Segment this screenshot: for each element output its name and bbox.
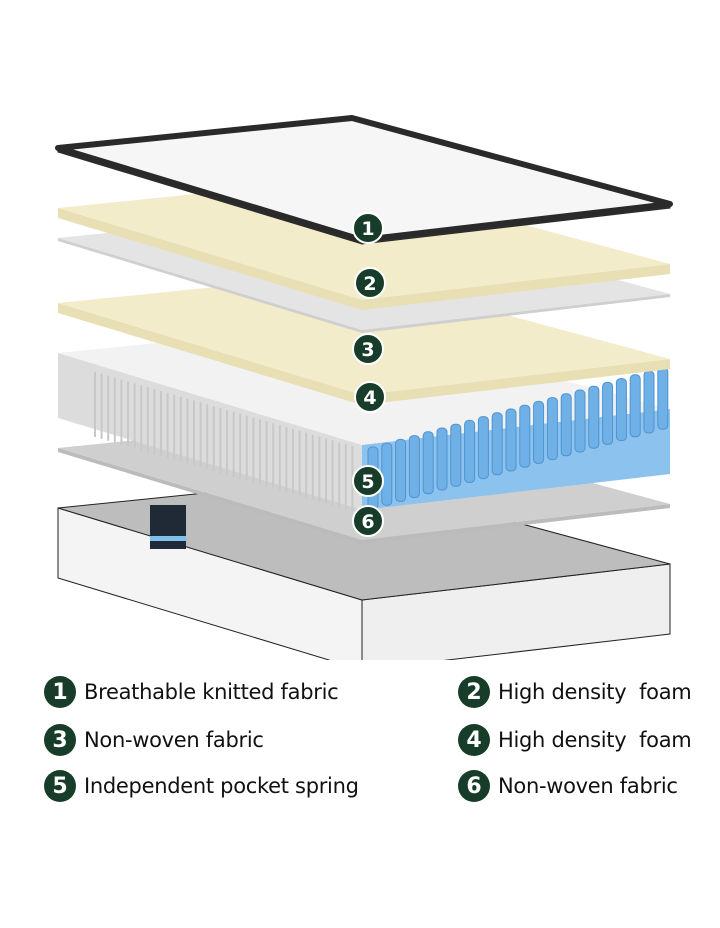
number-badge-label: 6 — [361, 511, 374, 533]
spring-coil-side — [408, 435, 420, 499]
legend-item-6: 6 Non-woven fabric — [458, 766, 678, 806]
spring-coil-side — [615, 378, 627, 442]
legend-item-5: 5 Independent pocket spring — [44, 766, 359, 806]
number-badge: 2 — [458, 676, 490, 708]
legend-item-2: 2 High density foam — [458, 672, 692, 712]
legend-item-1: 1 Breathable knitted fabric — [44, 672, 339, 712]
number-badge-4 — [354, 381, 386, 413]
high-density-foam-layer-2-right-side — [362, 359, 670, 405]
spring-coil-side — [629, 374, 641, 438]
nonwoven-layer-bottom-right-side — [362, 504, 670, 544]
legend-text: High density foam — [498, 680, 692, 704]
number-badge-label: 4 — [363, 387, 376, 409]
brand-logo-label — [150, 505, 186, 549]
legend-text: Non-woven fabric — [498, 774, 678, 798]
number-badge-label: 5 — [361, 471, 374, 493]
spring-coil-side — [602, 381, 614, 445]
high-density-foam-layer-1-right-side — [362, 264, 670, 310]
number-badge-label: 3 — [361, 339, 374, 361]
number-badge-5 — [352, 465, 384, 497]
number-badge-3 — [352, 333, 384, 365]
spring-coil-side — [422, 431, 434, 495]
high-density-foam-layer-2-front-side — [58, 303, 362, 405]
spring-coil-side — [574, 389, 586, 453]
number-badge: 4 — [458, 724, 490, 756]
spring-coil-side — [546, 397, 558, 461]
legend-text: Breathable knitted fabric — [84, 680, 339, 704]
number-badge-2 — [354, 267, 386, 299]
spring-coil-side — [560, 393, 572, 457]
spring-coil-side — [477, 416, 489, 480]
number-badge: 5 — [44, 770, 76, 802]
legend-item-3: 3 Non-woven fabric — [44, 720, 264, 760]
brand-logo-stripe — [150, 536, 186, 541]
spring-coil-side — [436, 427, 448, 491]
number-badge: 6 — [458, 770, 490, 802]
spring-coil-side — [491, 412, 503, 476]
number-badge-1 — [352, 212, 384, 244]
spring-coil-side — [395, 438, 407, 502]
spring-coil-side — [519, 404, 531, 468]
spring-coil-side — [657, 366, 669, 430]
spring-coil-side — [533, 400, 545, 464]
number-badge-label: 1 — [361, 218, 374, 240]
spring-coil-side — [505, 408, 517, 472]
legend-text: High density foam — [498, 728, 692, 752]
number-badge-label: 2 — [363, 273, 376, 295]
legend-text: Independent pocket spring — [84, 774, 359, 798]
spring-coil-side — [464, 419, 476, 483]
number-badge-6 — [352, 505, 384, 537]
nonwoven-layer-top-front-side — [58, 238, 362, 333]
high-density-foam-layer-1-front-side — [58, 208, 362, 310]
legend-item-4: 4 High density foam — [458, 720, 692, 760]
spring-coil-side — [450, 423, 462, 487]
legend-text: Non-woven fabric — [84, 728, 264, 752]
fabric-border — [55, 115, 673, 243]
spring-coil-side — [643, 370, 655, 434]
spring-coil-side — [381, 442, 393, 506]
number-badge: 3 — [44, 724, 76, 756]
mattress-layers-diagram: 1 2 3 4 5 6 — [55, 115, 673, 660]
number-badge: 1 — [44, 676, 76, 708]
nonwoven-layer-bottom-front-side — [58, 448, 362, 544]
nonwoven-layer-top-right-side — [362, 294, 670, 333]
spring-coil-side — [588, 385, 600, 449]
